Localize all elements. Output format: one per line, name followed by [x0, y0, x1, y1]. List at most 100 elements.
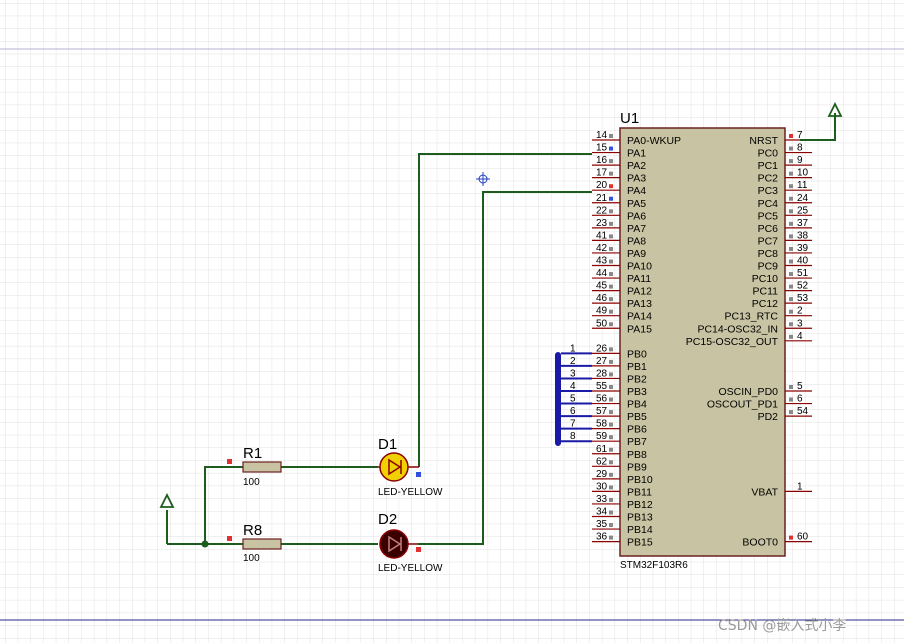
bus-bar: [555, 352, 561, 446]
mcu-pin-name: OSCOUT_PD1: [707, 399, 778, 411]
mcu-pin-name: PB5: [627, 411, 647, 423]
wire-pa1-d1: [418, 153, 592, 467]
pin-marker-red: [227, 459, 232, 464]
diode-symbol-icon: [388, 458, 402, 476]
mcu-pin-name: PC4: [758, 198, 779, 210]
led-value: LED-YELLOW: [378, 487, 443, 498]
mcu-pin-name: PB4: [627, 399, 647, 411]
led-d1[interactable]: D1 LED-YELLOW: [378, 436, 443, 498]
mcu-pin-number: 1: [797, 481, 803, 492]
junction-dot: [201, 540, 209, 548]
pin-state-marker: [609, 159, 613, 164]
mcu-pin-name: PB11: [627, 486, 652, 498]
mcu-pin-number: 24: [797, 193, 809, 204]
mcu-pin-number: 25: [797, 205, 809, 216]
bus-net-label: 5: [570, 394, 576, 405]
crosshair-cursor-icon: [476, 172, 490, 186]
pin-state-marker: [609, 410, 613, 415]
mcu-pin-name: PC15-OSC32_OUT: [686, 336, 779, 348]
mcu-pin-name: NRST: [749, 135, 778, 147]
resistor-r8[interactable]: R8 100: [227, 522, 282, 564]
nrst-power-terminal[interactable]: [800, 101, 843, 141]
mcu-pin-number: 17: [596, 168, 608, 179]
pin-state-marker: [789, 134, 793, 138]
mcu-pin-name: PC8: [758, 248, 779, 260]
left-power-terminal[interactable]: [159, 492, 175, 508]
mcu-pin-number: 29: [596, 469, 608, 480]
mcu-pin-number: 60: [797, 532, 809, 543]
mcu-pin-number: 8: [797, 143, 803, 154]
wire-pa4-d2: [418, 191, 592, 545]
pin-state-marker: [789, 171, 793, 176]
pin-state-marker: [609, 196, 613, 201]
pin-state-marker: [609, 322, 613, 327]
mcu-pin-number: 56: [596, 394, 608, 405]
pin-state-marker: [609, 460, 613, 465]
mcu-pin-name: PB1: [627, 361, 647, 373]
mcu-pin-name: PA15: [627, 323, 652, 335]
resistor-ref: R8: [243, 522, 262, 539]
mcu-pin-number: 53: [797, 293, 809, 304]
mcu-part: STM32F103R6: [620, 560, 688, 571]
mcu-pin-number: 37: [797, 218, 809, 229]
pin-marker-red: [227, 536, 232, 541]
mcu-pin-number: 58: [596, 419, 608, 430]
pin-state-marker: [609, 523, 613, 528]
mcu-pin-name: PC13_RTC: [725, 311, 779, 323]
mcu-pin-number: 44: [596, 268, 608, 279]
mcu-pin-name: PA8: [627, 235, 646, 247]
diode-symbol-icon: [388, 535, 402, 553]
mcu-pin-name: PA7: [627, 223, 646, 235]
mcu-pin-number: 50: [596, 318, 608, 329]
pin-state-marker: [789, 385, 793, 389]
mcu-pin-name: PB12: [627, 499, 653, 511]
pin-state-marker: [609, 209, 613, 214]
mcu-pin-number: 59: [596, 431, 608, 442]
mcu-pin-number: 40: [797, 256, 809, 267]
mcu-pin-number: 34: [596, 507, 608, 518]
mcu-pin-number: 11: [797, 180, 808, 191]
pin-state-marker: [789, 246, 793, 251]
pin-marker-blue: [416, 472, 421, 477]
watermark: CSDN @嵌入式小李: [718, 618, 846, 634]
pin-state-marker: [789, 184, 793, 189]
mcu-pin-number: 9: [797, 155, 803, 166]
led-value: LED-YELLOW: [378, 563, 443, 574]
pin-state-marker: [789, 535, 793, 540]
mcu-pin-name: PA4: [627, 185, 646, 197]
pin-state-marker: [789, 334, 793, 339]
bus-net-label: 4: [570, 381, 576, 392]
pin-state-marker: [609, 259, 613, 264]
mcu-pin-name: PB0: [627, 348, 647, 360]
mcu-pin-number: 61: [596, 444, 608, 455]
pin-state-marker: [609, 535, 613, 540]
mcu-pin-number: 51: [797, 268, 809, 279]
mcu-pin-number: 33: [596, 494, 608, 505]
pin-state-marker: [609, 309, 613, 314]
mcu-body[interactable]: [619, 127, 786, 557]
mcu-pin-name: PA11: [627, 273, 651, 285]
pin-state-marker: [609, 422, 613, 427]
pin-state-marker: [789, 309, 793, 314]
led-d2[interactable]: D2 LED-YELLOW: [378, 511, 443, 574]
mcu-pin-number: 26: [596, 343, 608, 354]
resistor-r1[interactable]: R1 100: [227, 445, 282, 488]
pin-state-marker: [789, 410, 793, 415]
mcu-pin-number: 36: [596, 532, 608, 543]
mcu-pin-number: 4: [797, 331, 803, 342]
mcu-pin-number: 55: [596, 381, 608, 392]
mcu-pin-name: PB8: [627, 449, 647, 461]
pin-state-marker: [609, 234, 613, 239]
mcu-pin-name: PC14-OSC32_IN: [697, 323, 778, 335]
led-body: [379, 529, 409, 559]
mcu-pin-number: 45: [596, 281, 608, 292]
mcu-pin-name: VBAT: [751, 486, 778, 498]
pin-state-marker: [609, 221, 613, 226]
pin-state-marker: [789, 234, 793, 239]
resistor-ref: R1: [243, 445, 262, 462]
resistor-body: [242, 538, 282, 550]
mcu-pin-name: PA1: [627, 148, 646, 160]
